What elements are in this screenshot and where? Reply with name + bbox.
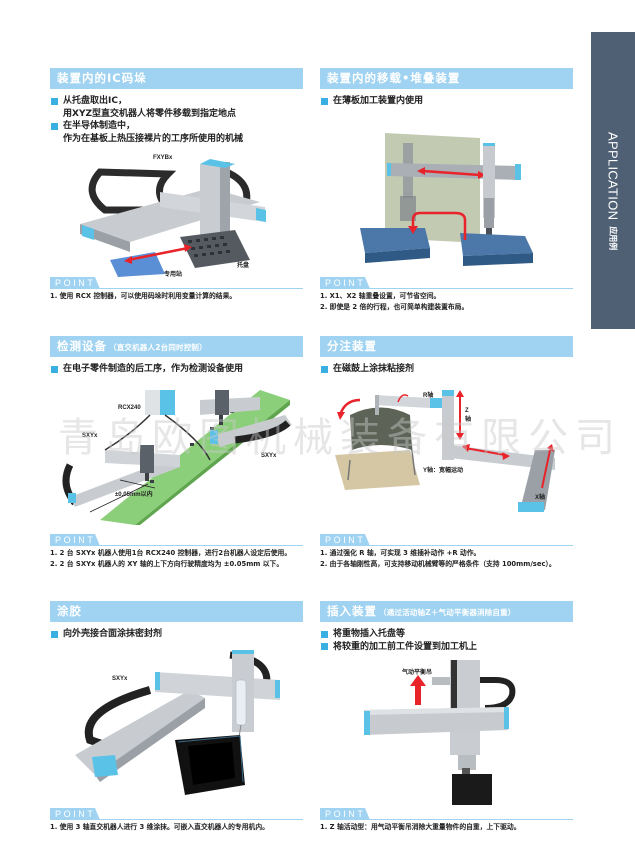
bullet-item: 在薄板加工装置内使用 bbox=[320, 95, 573, 108]
bullet-list: 将重物插入托盘等 将较重的加工前工件设置到加工机上 bbox=[320, 628, 573, 653]
section-dispensing: 分注装置 在磁鼓上涂抹粘接剂 bbox=[320, 336, 573, 376]
gantry-robot-illustration bbox=[80, 159, 266, 277]
section-insertion: 插入装置（通过活动轴Z＋气动平衡器消除自重） 将重物插入托盘等 将较重的加工前工… bbox=[320, 601, 573, 653]
point-note: 2. 由于各轴刚性高，可支持移动机械臂等的严格条件（支持 100mm/sec）。 bbox=[320, 559, 556, 568]
label-tolerance: ±0.05mm以内 bbox=[115, 492, 153, 498]
figure-sealant: SXYx bbox=[60, 650, 300, 800]
label-r-axis: R轴 bbox=[423, 393, 434, 399]
point-bar: POINT bbox=[320, 808, 573, 820]
point-bar: POINT bbox=[50, 808, 303, 820]
section-title: 装置内的移载•堆叠装置 bbox=[320, 68, 573, 89]
section-title: 插入装置（通过活动轴Z＋气动平衡器消除自重） bbox=[320, 601, 573, 622]
figure-dispensing: R轴 Z轴 Y轴：宽幅运动 X轴 bbox=[320, 380, 570, 520]
label-air-balancer: 气动平衡吊 bbox=[402, 670, 433, 676]
point-note: 2. 即使是 2 倍的行程，也可简单构建装置布局。 bbox=[320, 302, 469, 311]
point-note: 1. Z 轴活动型：用气动平衡吊消除大重量物件的自重，上下驱动。 bbox=[320, 823, 521, 831]
side-tab-chinese: 应用例 bbox=[608, 226, 618, 251]
bullet-item: 在半导体制造中， 作为在基板上热压接裸片的工序所使用的机械 bbox=[50, 120, 303, 145]
bullet-item: 将重物插入托盘等 bbox=[320, 628, 573, 641]
point-note: 1. 使用 RCX 控制器，可以使用码垛时利用变量计算的结果。 bbox=[50, 292, 237, 300]
label-tray: 托盘 bbox=[237, 263, 250, 269]
label-robot-left: SXYx bbox=[82, 433, 98, 439]
figure-insertion: 气动平衡吊 bbox=[350, 650, 550, 806]
bullet-list: 在电子零件制造的后工序，作为检测设备使用 bbox=[50, 363, 303, 376]
point-label: POINT bbox=[50, 808, 100, 820]
inspection-illustration bbox=[62, 390, 292, 525]
point-note: 1. 使用 3 轴直交机器人进行 3 维涂抹。可嵌入直交机器人的专用机内。 bbox=[50, 823, 269, 831]
label-robot-model: FXYBx bbox=[153, 155, 173, 161]
figure-xyz-gantry-robot: FXYBx 托盘 专用站 bbox=[60, 152, 280, 278]
point-label: POINT bbox=[320, 277, 370, 289]
figure-transfer-stacking bbox=[355, 128, 555, 268]
insertion-illustration bbox=[364, 660, 516, 806]
bullet-item: 向外壳接合面涂抹密封剂 bbox=[50, 628, 303, 641]
bullet-list: 在薄板加工装置内使用 bbox=[320, 95, 573, 108]
bullet-item: 从托盘取出IC， 用XYZ型直交机器人将零件移载到指定地点 bbox=[50, 95, 303, 120]
point-bar: POINT bbox=[50, 534, 303, 546]
point-notes: 1. X1、X2 轴重叠设置，可节省空间。 2. 即使是 2 倍的行程，也可简单… bbox=[320, 291, 580, 312]
sealant-illustration bbox=[75, 650, 280, 795]
section-transfer-stacking: 装置内的移载•堆叠装置 在薄板加工装置内使用 bbox=[320, 68, 573, 108]
point-note: 1. 2 台 SXYx 机器人使用1台 RCX240 控制器，进行2台机器人设定… bbox=[50, 549, 292, 557]
transfer-stacking-illustration bbox=[360, 133, 533, 266]
point-notes: 1. Z 轴活动型：用气动平衡吊消除大重量物件的自重，上下驱动。 bbox=[320, 822, 580, 833]
side-tab-english: APPLICATION bbox=[605, 132, 621, 221]
figure-inspection: RCX240 SXYx SXYx ±0.05mm以内 bbox=[60, 385, 300, 525]
point-label: POINT bbox=[320, 808, 370, 820]
section-title: 装置内的IC码垛 bbox=[50, 68, 303, 89]
section-inspection: 检测设备（直交机器人2台同时控制） 在电子零件制造的后工序，作为检测设备使用 bbox=[50, 336, 303, 376]
dispensing-illustration bbox=[335, 390, 555, 512]
point-note: 2. 2 台 SXYx 机器人的 XY 轴的上下方向行驶精度均为 ±0.05mm… bbox=[50, 559, 284, 568]
point-note: 1. 通过强化 R 轴，可实现 3 维插补动作 +R 动作。 bbox=[320, 549, 481, 557]
point-bar: POINT bbox=[320, 277, 573, 289]
label-dedicated-station: 专用站 bbox=[164, 272, 183, 278]
point-notes: 1. 使用 RCX 控制器，可以使用码垛时利用变量计算的结果。 bbox=[50, 291, 310, 302]
section-title: 分注装置 bbox=[320, 336, 573, 357]
point-bar: POINT bbox=[50, 277, 303, 289]
section-title: 涂胶 bbox=[50, 601, 303, 622]
label-robot-right: SXYx bbox=[261, 453, 277, 459]
section-sealant: 涂胶 向外壳接合面涂抹密封剂 bbox=[50, 601, 303, 641]
label-y-axis: Y轴：宽幅运动 bbox=[423, 468, 464, 474]
application-side-tab: APPLICATION 应用例 bbox=[591, 32, 635, 329]
label-robot-model: SXYx bbox=[112, 676, 128, 682]
bullet-list: 从托盘取出IC， 用XYZ型直交机器人将零件移载到指定地点 在半导体制造中， 作… bbox=[50, 95, 303, 145]
point-notes: 1. 2 台 SXYx 机器人使用1台 RCX240 控制器，进行2台机器人设定… bbox=[50, 548, 310, 569]
bullet-list: 向外壳接合面涂抹密封剂 bbox=[50, 628, 303, 641]
point-label: POINT bbox=[320, 534, 370, 546]
point-note: 1. X1、X2 轴重叠设置，可节省空间。 bbox=[320, 292, 441, 300]
bullet-item: 在电子零件制造的后工序，作为检测设备使用 bbox=[50, 363, 303, 376]
label-controller: RCX240 bbox=[118, 405, 141, 411]
bullet-item: 在磁鼓上涂抹粘接剂 bbox=[320, 363, 573, 376]
point-notes: 1. 使用 3 轴直交机器人进行 3 维涂抹。可嵌入直交机器人的专用机内。 bbox=[50, 822, 310, 833]
point-label: POINT bbox=[50, 534, 100, 546]
section-title: 检测设备（直交机器人2台同时控制） bbox=[50, 336, 303, 357]
section-ic-palletizing: 装置内的IC码垛 从托盘取出IC， 用XYZ型直交机器人将零件移载到指定地点 在… bbox=[50, 68, 303, 145]
point-label: POINT bbox=[50, 277, 100, 289]
label-z-axis: Z轴 bbox=[465, 408, 472, 423]
label-x-axis: X轴 bbox=[535, 495, 546, 501]
point-notes: 1. 通过强化 R 轴，可实现 3 维插补动作 +R 动作。 2. 由于各轴刚性… bbox=[320, 548, 580, 569]
point-bar: POINT bbox=[320, 534, 573, 546]
bullet-list: 在磁鼓上涂抹粘接剂 bbox=[320, 363, 573, 376]
bullet-item: 将较重的加工前工件设置到加工机上 bbox=[320, 641, 573, 654]
